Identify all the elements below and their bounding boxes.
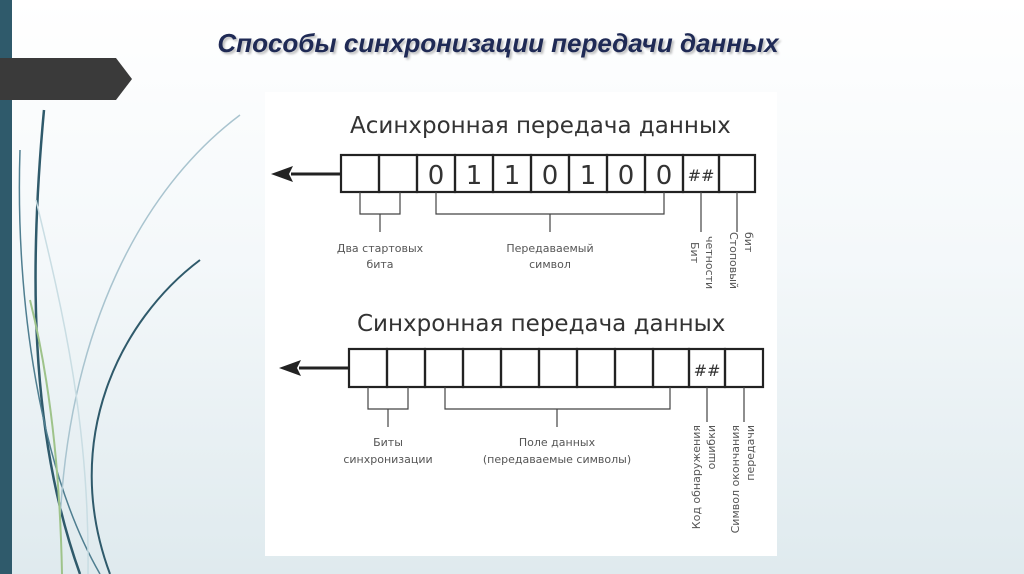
async-direction-arrow	[271, 166, 341, 182]
async-brackets	[359, 192, 738, 232]
sync-label-end: Символ окончания	[729, 425, 742, 533]
diagram-panel: Асинхронная передача данных 0 1 1 0 1 0	[265, 92, 777, 556]
async-parity-mark: ##	[688, 166, 715, 185]
async-label-symbol: символ	[529, 258, 571, 271]
async-label-parity: четности	[703, 236, 716, 289]
sync-label-field: Поле данных	[519, 436, 596, 449]
sync-heading: Синхронная передача данных	[357, 311, 725, 337]
async-label-start: Два стартовых	[337, 242, 424, 255]
sync-label-error: ошибки	[705, 425, 718, 470]
async-label-stop: Стоповый	[727, 232, 740, 289]
title-tab-arrow	[0, 58, 132, 100]
slide-title: Способы синхронизации передачи данных	[217, 28, 779, 58]
async-bit: 0	[656, 161, 673, 191]
async-bit: 0	[542, 161, 559, 191]
async-bit: 1	[580, 161, 597, 191]
sync-brackets	[367, 387, 745, 427]
async-bit-values: 0 1 1 0 1 0 0	[428, 161, 673, 191]
async-bit: 1	[466, 161, 483, 191]
transmission-diagram: Асинхронная передача данных 0 1 1 0 1 0	[271, 113, 765, 533]
async-labels: Два стартовых бита Передаваемый символ	[337, 242, 594, 271]
async-label-parity: Бит	[688, 242, 701, 264]
sync-direction-arrow	[279, 360, 349, 376]
sync-check-mark: ##	[694, 361, 721, 380]
async-label-start: бита	[366, 258, 393, 271]
async-label-symbol: Передаваемый	[506, 242, 593, 255]
sync-label-end: передачи	[744, 425, 757, 481]
sync-labels: Биты синхронизации Поле данных (передава…	[343, 436, 631, 466]
async-bit: 0	[428, 161, 445, 191]
sync-vertical-labels: Код обнаружения ошибки Символ окончания …	[690, 425, 757, 533]
sync-label-sync: синхронизации	[343, 453, 432, 466]
sync-label-sync: Биты	[373, 436, 403, 449]
async-bit: 1	[504, 161, 521, 191]
decorative-curves	[18, 109, 241, 574]
async-bit: 0	[618, 161, 635, 191]
async-label-stop: бит	[742, 232, 755, 253]
async-heading: Асинхронная передача данных	[350, 113, 731, 139]
left-accent-bar	[0, 0, 12, 574]
sync-label-field: (передаваемые символы)	[483, 453, 631, 466]
async-vertical-labels: Бит четности Стоповый бит	[688, 232, 755, 289]
sync-label-error: Код обнаружения	[690, 425, 703, 529]
